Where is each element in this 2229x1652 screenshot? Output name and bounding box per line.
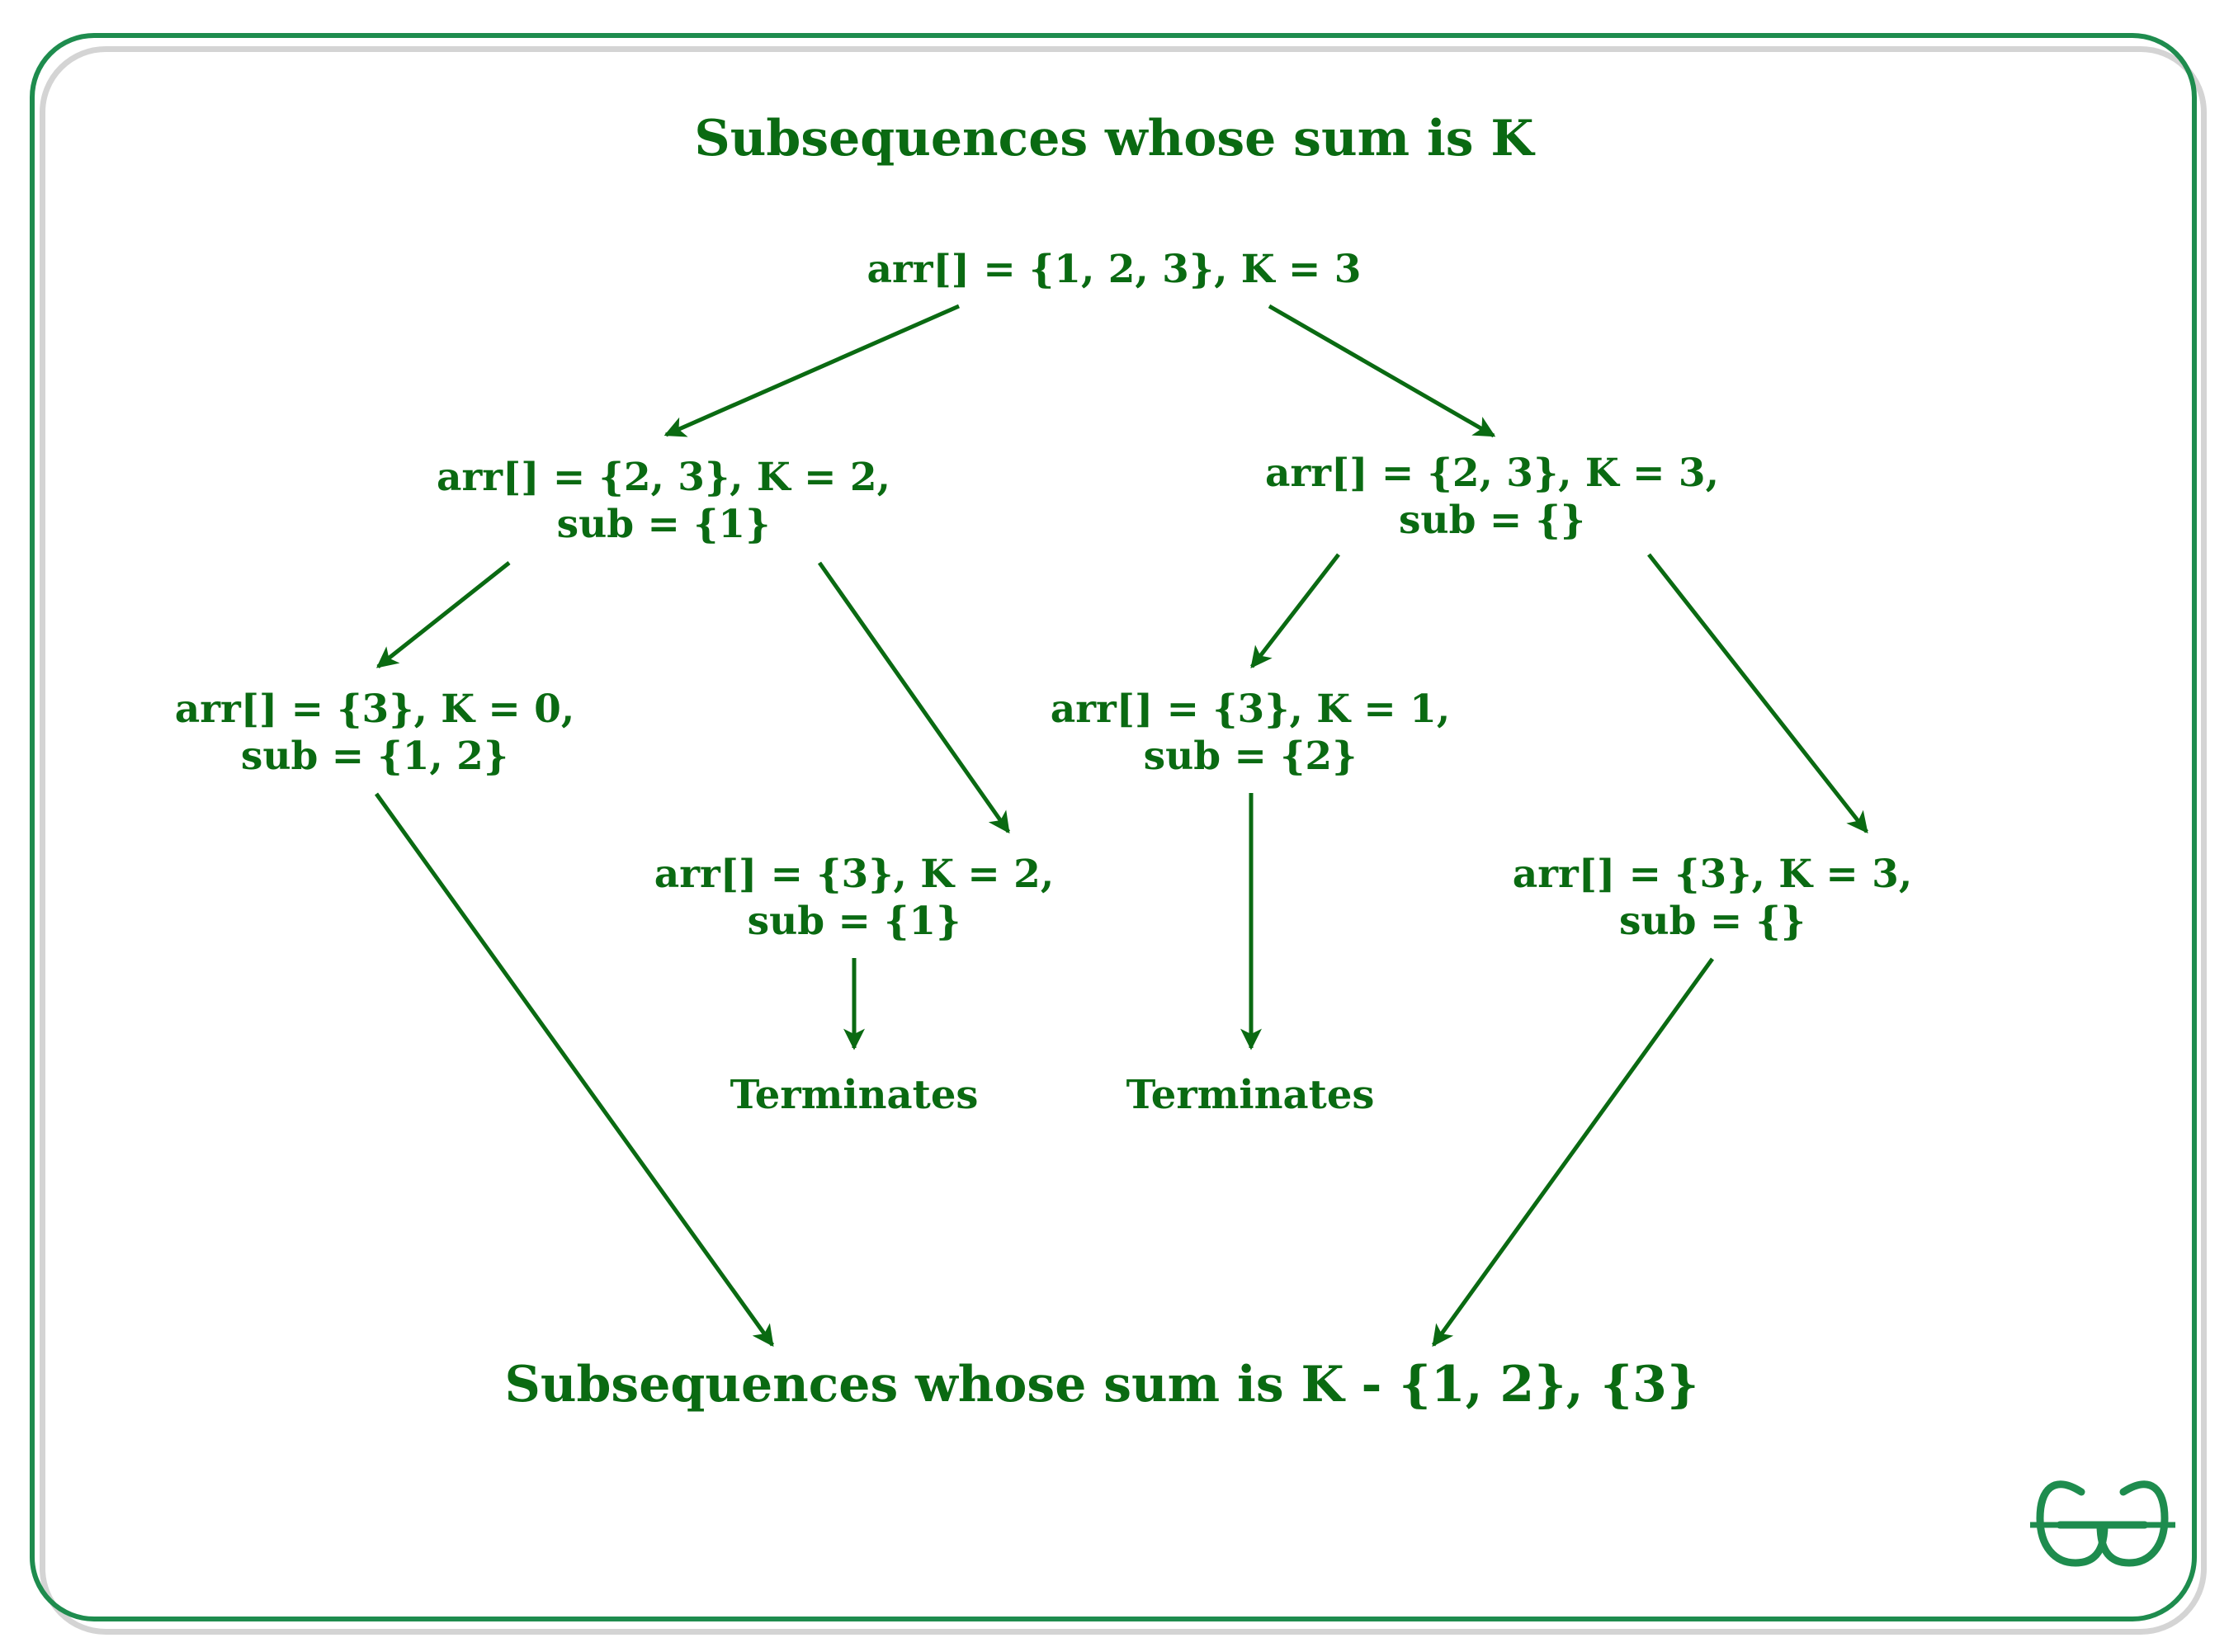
edge-right-to-right-left xyxy=(1250,553,1340,669)
root-node-label: arr[] = {1, 2, 3}, K = 3 xyxy=(867,247,1362,292)
terminates-label-2: Terminates xyxy=(1126,1072,1375,1118)
right-left-node-line2: sub = {2} xyxy=(1144,734,1358,779)
left-node-line2: sub = {1} xyxy=(557,502,771,547)
edge-left-left-to-result xyxy=(374,792,775,1348)
gfg-logo-icon xyxy=(2030,1480,2175,1567)
edge-left-to-left-left xyxy=(375,561,511,668)
result-label: Subsequences whose sum is K - {1, 2}, {3… xyxy=(505,1356,1699,1414)
diagram-frame xyxy=(30,33,2197,1621)
right-right-node-line1: arr[] = {3}, K = 3, xyxy=(1513,852,1912,897)
left-right-node-line1: arr[] = {3}, K = 2, xyxy=(654,852,1054,897)
edge-root-to-right xyxy=(1268,304,1496,438)
edge-right-to-right-right xyxy=(1647,553,1868,834)
right-right-node-line2: sub = {} xyxy=(1619,899,1806,944)
left-right-node-line2: sub = {1} xyxy=(748,899,961,944)
edge-root-to-left xyxy=(664,304,961,437)
frame-shadow xyxy=(40,46,2207,1635)
left-node-line1: arr[] = {2, 3}, K = 2, xyxy=(437,455,890,500)
left-left-node-line1: arr[] = {3}, K = 0, xyxy=(175,687,574,732)
edge-right-right-to-result xyxy=(1431,957,1715,1348)
right-left-node-line1: arr[] = {3}, K = 1, xyxy=(1051,687,1450,732)
right-node-line2: sub = {} xyxy=(1399,498,1585,543)
edge-left-to-left-right xyxy=(817,561,1011,834)
terminates-label-1: Terminates xyxy=(730,1072,979,1118)
left-left-node-line2: sub = {1, 2} xyxy=(241,734,508,779)
right-node-line1: arr[] = {2, 3}, K = 3, xyxy=(1265,451,1719,496)
diagram-title: Subsequences whose sum is K xyxy=(694,110,1535,168)
